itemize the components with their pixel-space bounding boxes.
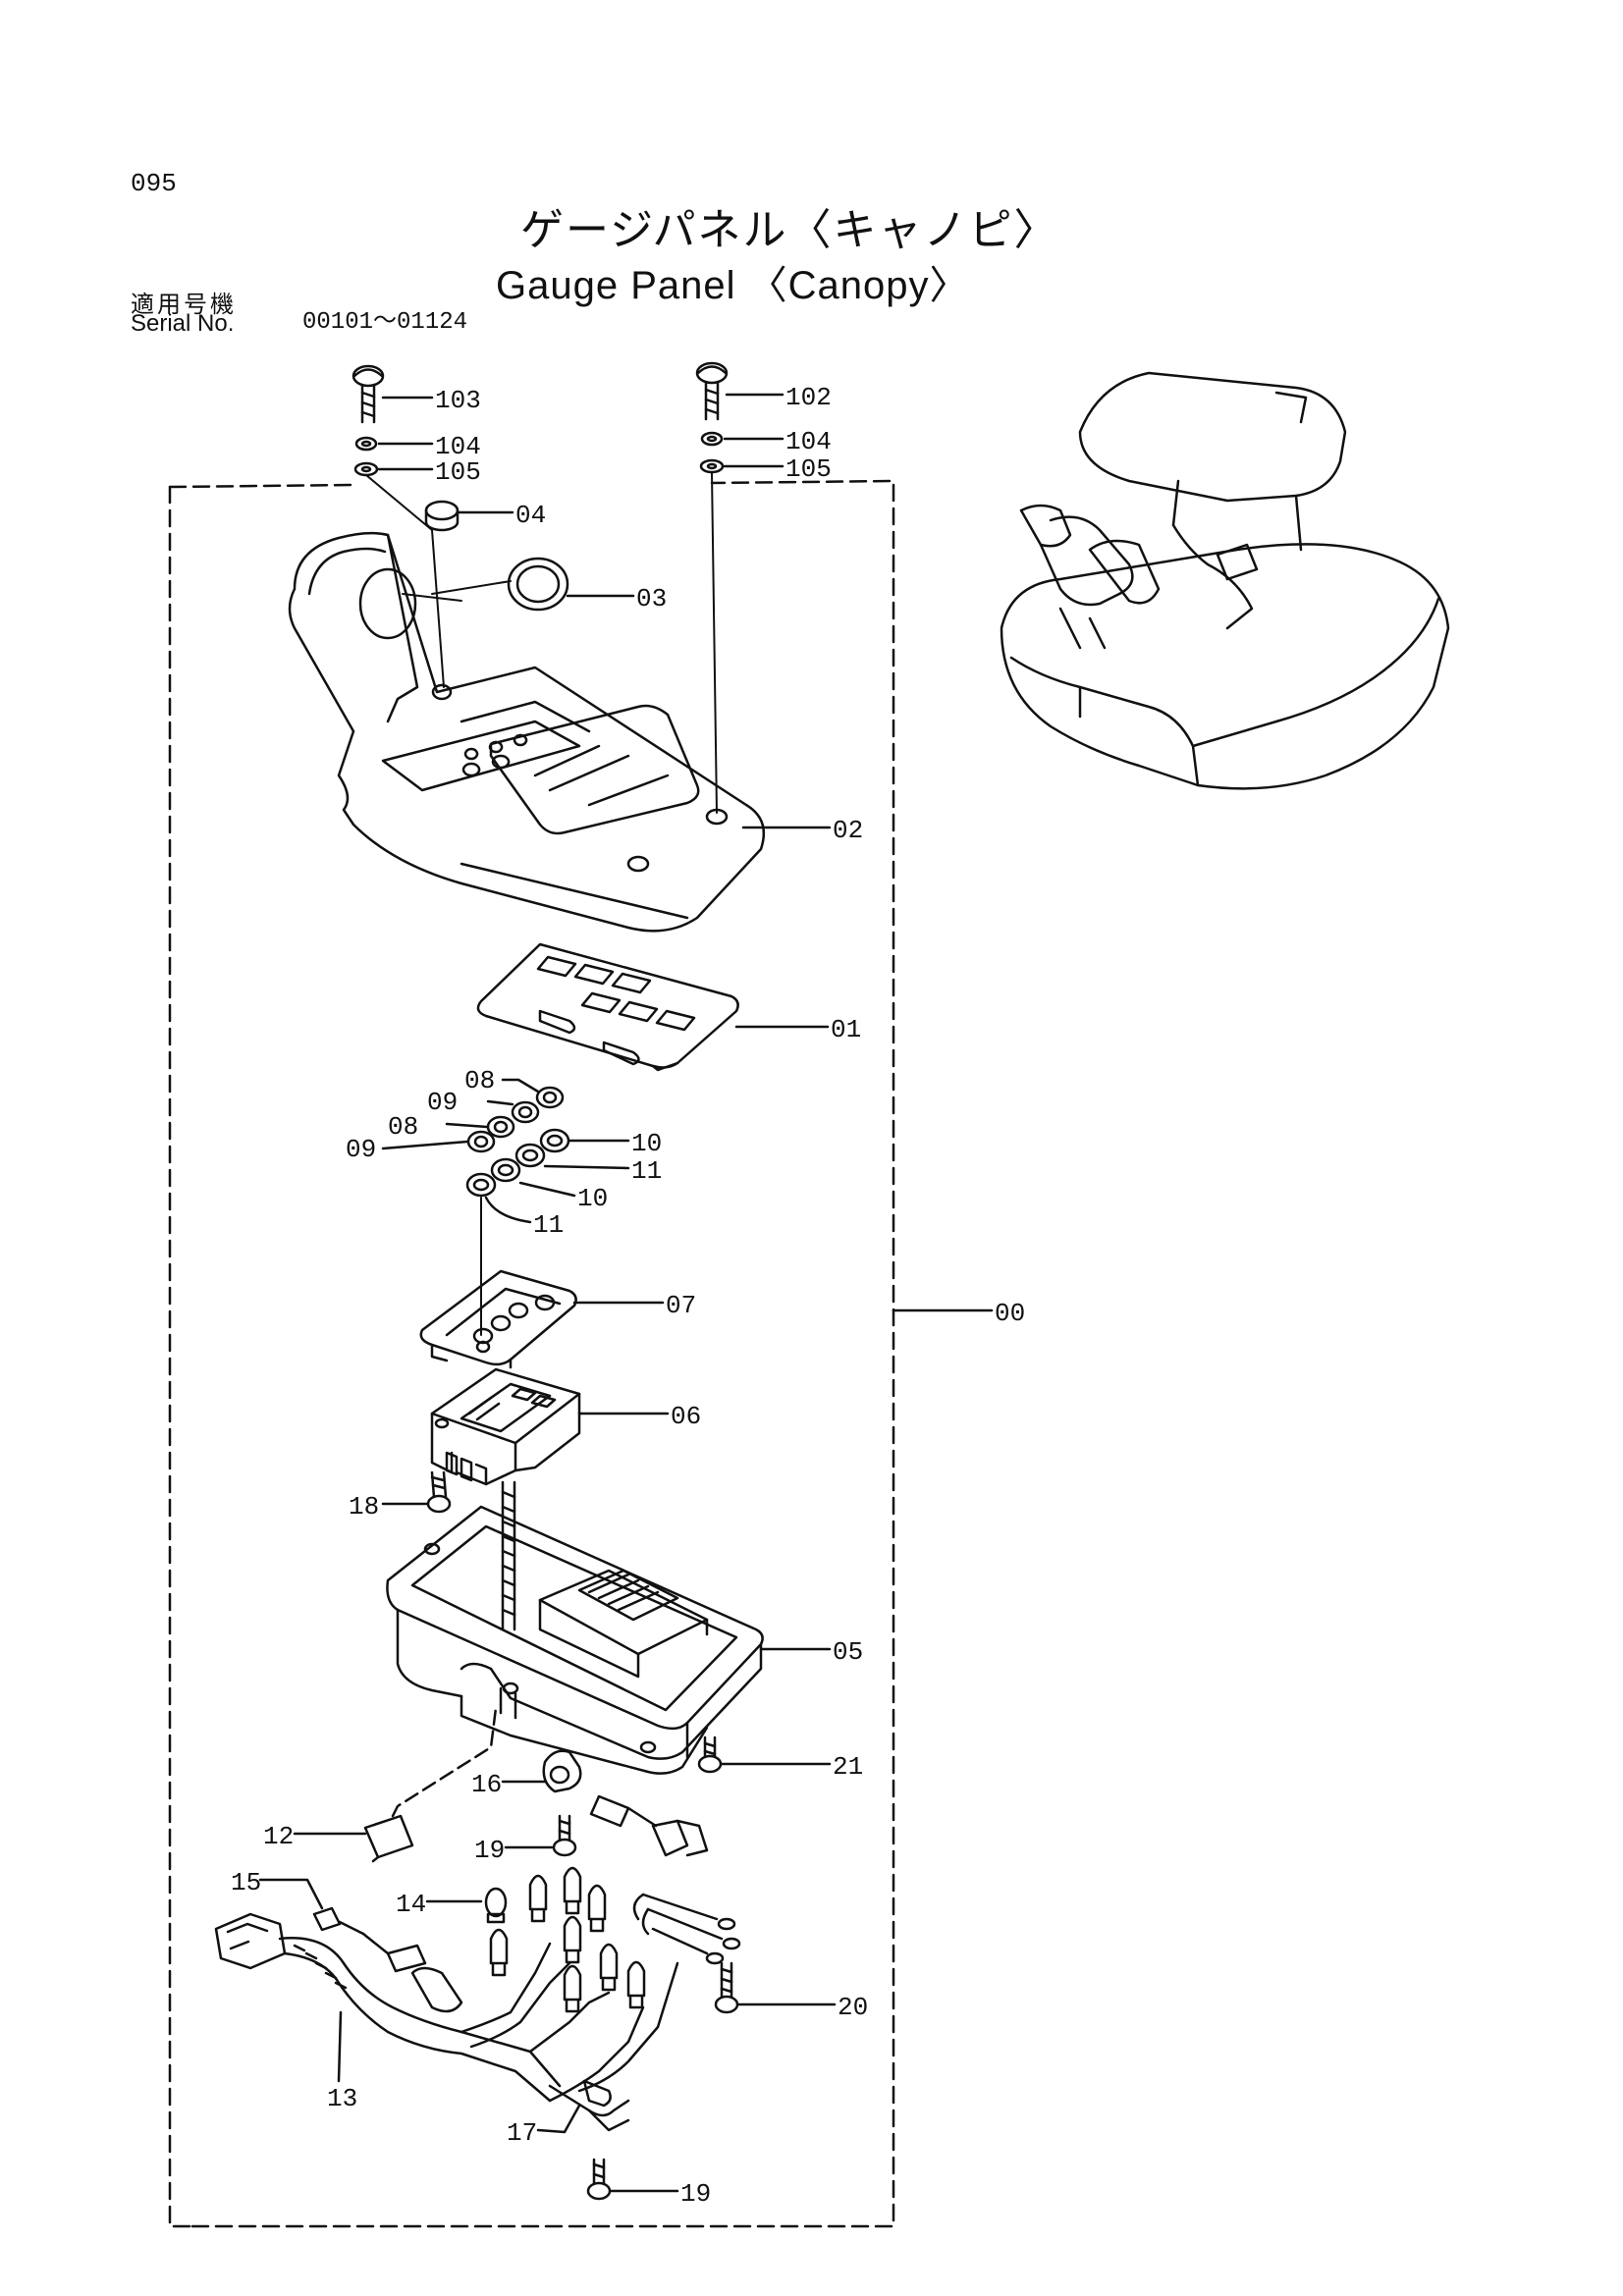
clamp-16 <box>542 1749 582 1793</box>
harness-13 <box>214 1912 679 2132</box>
label-03: 03 <box>636 584 667 614</box>
washer-105-right <box>699 458 725 474</box>
label-19-upper: 19 <box>474 1836 505 1865</box>
label-21: 21 <box>833 1752 863 1782</box>
case-05 <box>386 1505 764 1775</box>
label-13: 13 <box>327 2084 357 2113</box>
display-panel-01 <box>476 942 739 1072</box>
serial-range: 00101～01124 <box>302 309 468 336</box>
plug-04 <box>424 500 460 532</box>
part-labels: 00 01 02 03 04 05 06 07 08 08 09 09 10 1… <box>231 383 1025 2209</box>
cover-02 <box>288 531 766 933</box>
label-10-upper: 10 <box>631 1129 662 1158</box>
module-06 <box>430 1367 581 1486</box>
label-09-upper: 09 <box>427 1088 458 1117</box>
label-09-lower: 09 <box>346 1135 376 1164</box>
serial-label-english: Serial No. <box>131 310 235 337</box>
sensor-connector <box>589 1794 709 1857</box>
washer-105-left <box>353 461 379 477</box>
label-104-right: 104 <box>785 427 832 456</box>
ring-03 <box>507 557 569 612</box>
switch-base-07 <box>419 1269 577 1369</box>
page-title-japanese: ゲージパネル〈キャノピ〉 <box>520 205 1059 255</box>
bulb-sockets <box>489 1866 646 2013</box>
washer-104-right <box>700 431 724 447</box>
assembly-boundary <box>168 479 895 2228</box>
label-07: 07 <box>666 1291 696 1320</box>
label-18: 18 <box>349 1492 379 1522</box>
machine-inset-illustration <box>1000 371 1450 790</box>
label-19-lower: 19 <box>680 2179 711 2209</box>
threaded-rod <box>501 1480 516 1631</box>
page-title-english: Gauge Panel 〈Canopy〉 <box>496 264 970 307</box>
screw-18 <box>426 1470 452 1514</box>
label-04: 04 <box>515 501 546 530</box>
label-02: 02 <box>833 816 863 845</box>
bracket-17 <box>582 2079 612 2108</box>
screw-103 <box>352 364 385 424</box>
label-08-upper: 08 <box>464 1066 495 1095</box>
label-10-lower: 10 <box>577 1184 608 1213</box>
label-06: 06 <box>671 1402 701 1431</box>
label-00: 00 <box>995 1299 1025 1328</box>
connector-15 <box>312 1906 427 1973</box>
label-01: 01 <box>831 1015 861 1044</box>
page-number: 095 <box>131 169 177 198</box>
label-11-upper: 11 <box>631 1156 662 1186</box>
label-105-right: 105 <box>785 454 832 484</box>
switch-caps <box>465 1086 570 1198</box>
label-103: 103 <box>435 386 481 415</box>
label-15: 15 <box>231 1868 261 1897</box>
label-17: 17 <box>507 2118 537 2148</box>
label-16: 16 <box>471 1770 502 1799</box>
label-05: 05 <box>833 1637 863 1667</box>
screw-19-lower <box>586 2158 612 2201</box>
ground-terminals <box>632 1893 741 1965</box>
screw-102 <box>695 361 729 421</box>
label-14: 14 <box>396 1890 426 1919</box>
screw-21 <box>697 1735 723 1774</box>
screw-19-upper <box>552 1814 577 1857</box>
label-12: 12 <box>263 1822 294 1851</box>
washer-104-left <box>354 436 378 452</box>
serial-label-japanese: 適用号機 <box>131 291 237 318</box>
label-20: 20 <box>838 1993 868 2022</box>
label-105-left: 105 <box>435 457 481 487</box>
screw-20 <box>714 1961 739 2014</box>
bulb-14 <box>484 1887 508 1924</box>
label-11-lower: 11 <box>533 1210 564 1240</box>
label-104-left: 104 <box>435 432 481 461</box>
clip-12 <box>363 1814 414 1863</box>
label-102: 102 <box>785 383 832 412</box>
label-08-lower: 08 <box>388 1112 418 1142</box>
